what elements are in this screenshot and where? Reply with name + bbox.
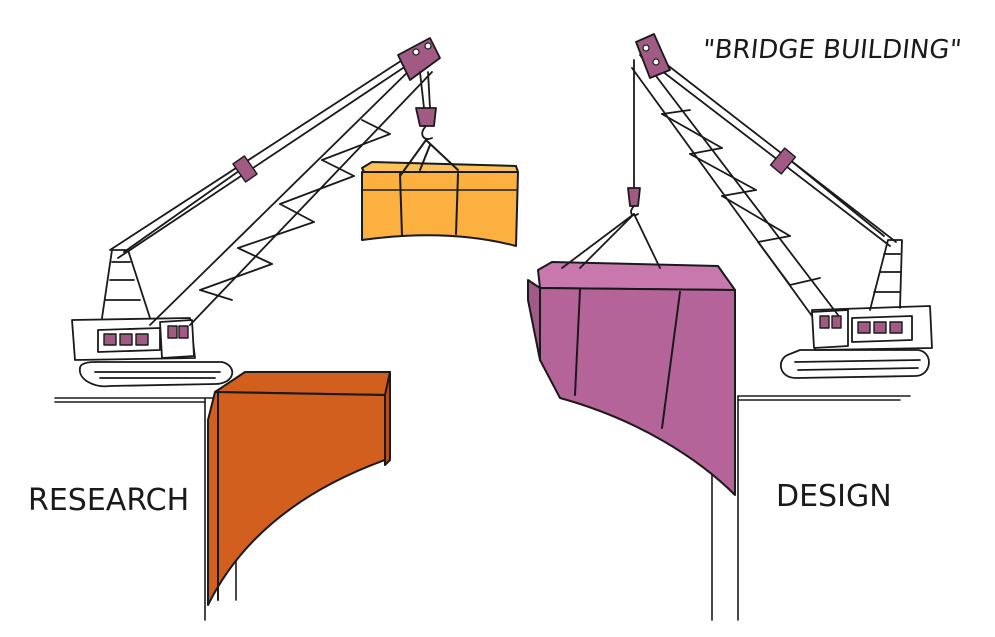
research-label: RESEARCH <box>28 483 189 518</box>
hanging-bridge-section <box>361 139 519 247</box>
design-bridge-section <box>527 261 736 496</box>
left-crane <box>71 37 441 388</box>
research-bridge-section <box>207 371 391 606</box>
design-label: DESIGN <box>776 479 892 514</box>
illustration-title: "BRIDGE BUILDING" <box>701 35 963 65</box>
right-crane <box>561 33 933 379</box>
